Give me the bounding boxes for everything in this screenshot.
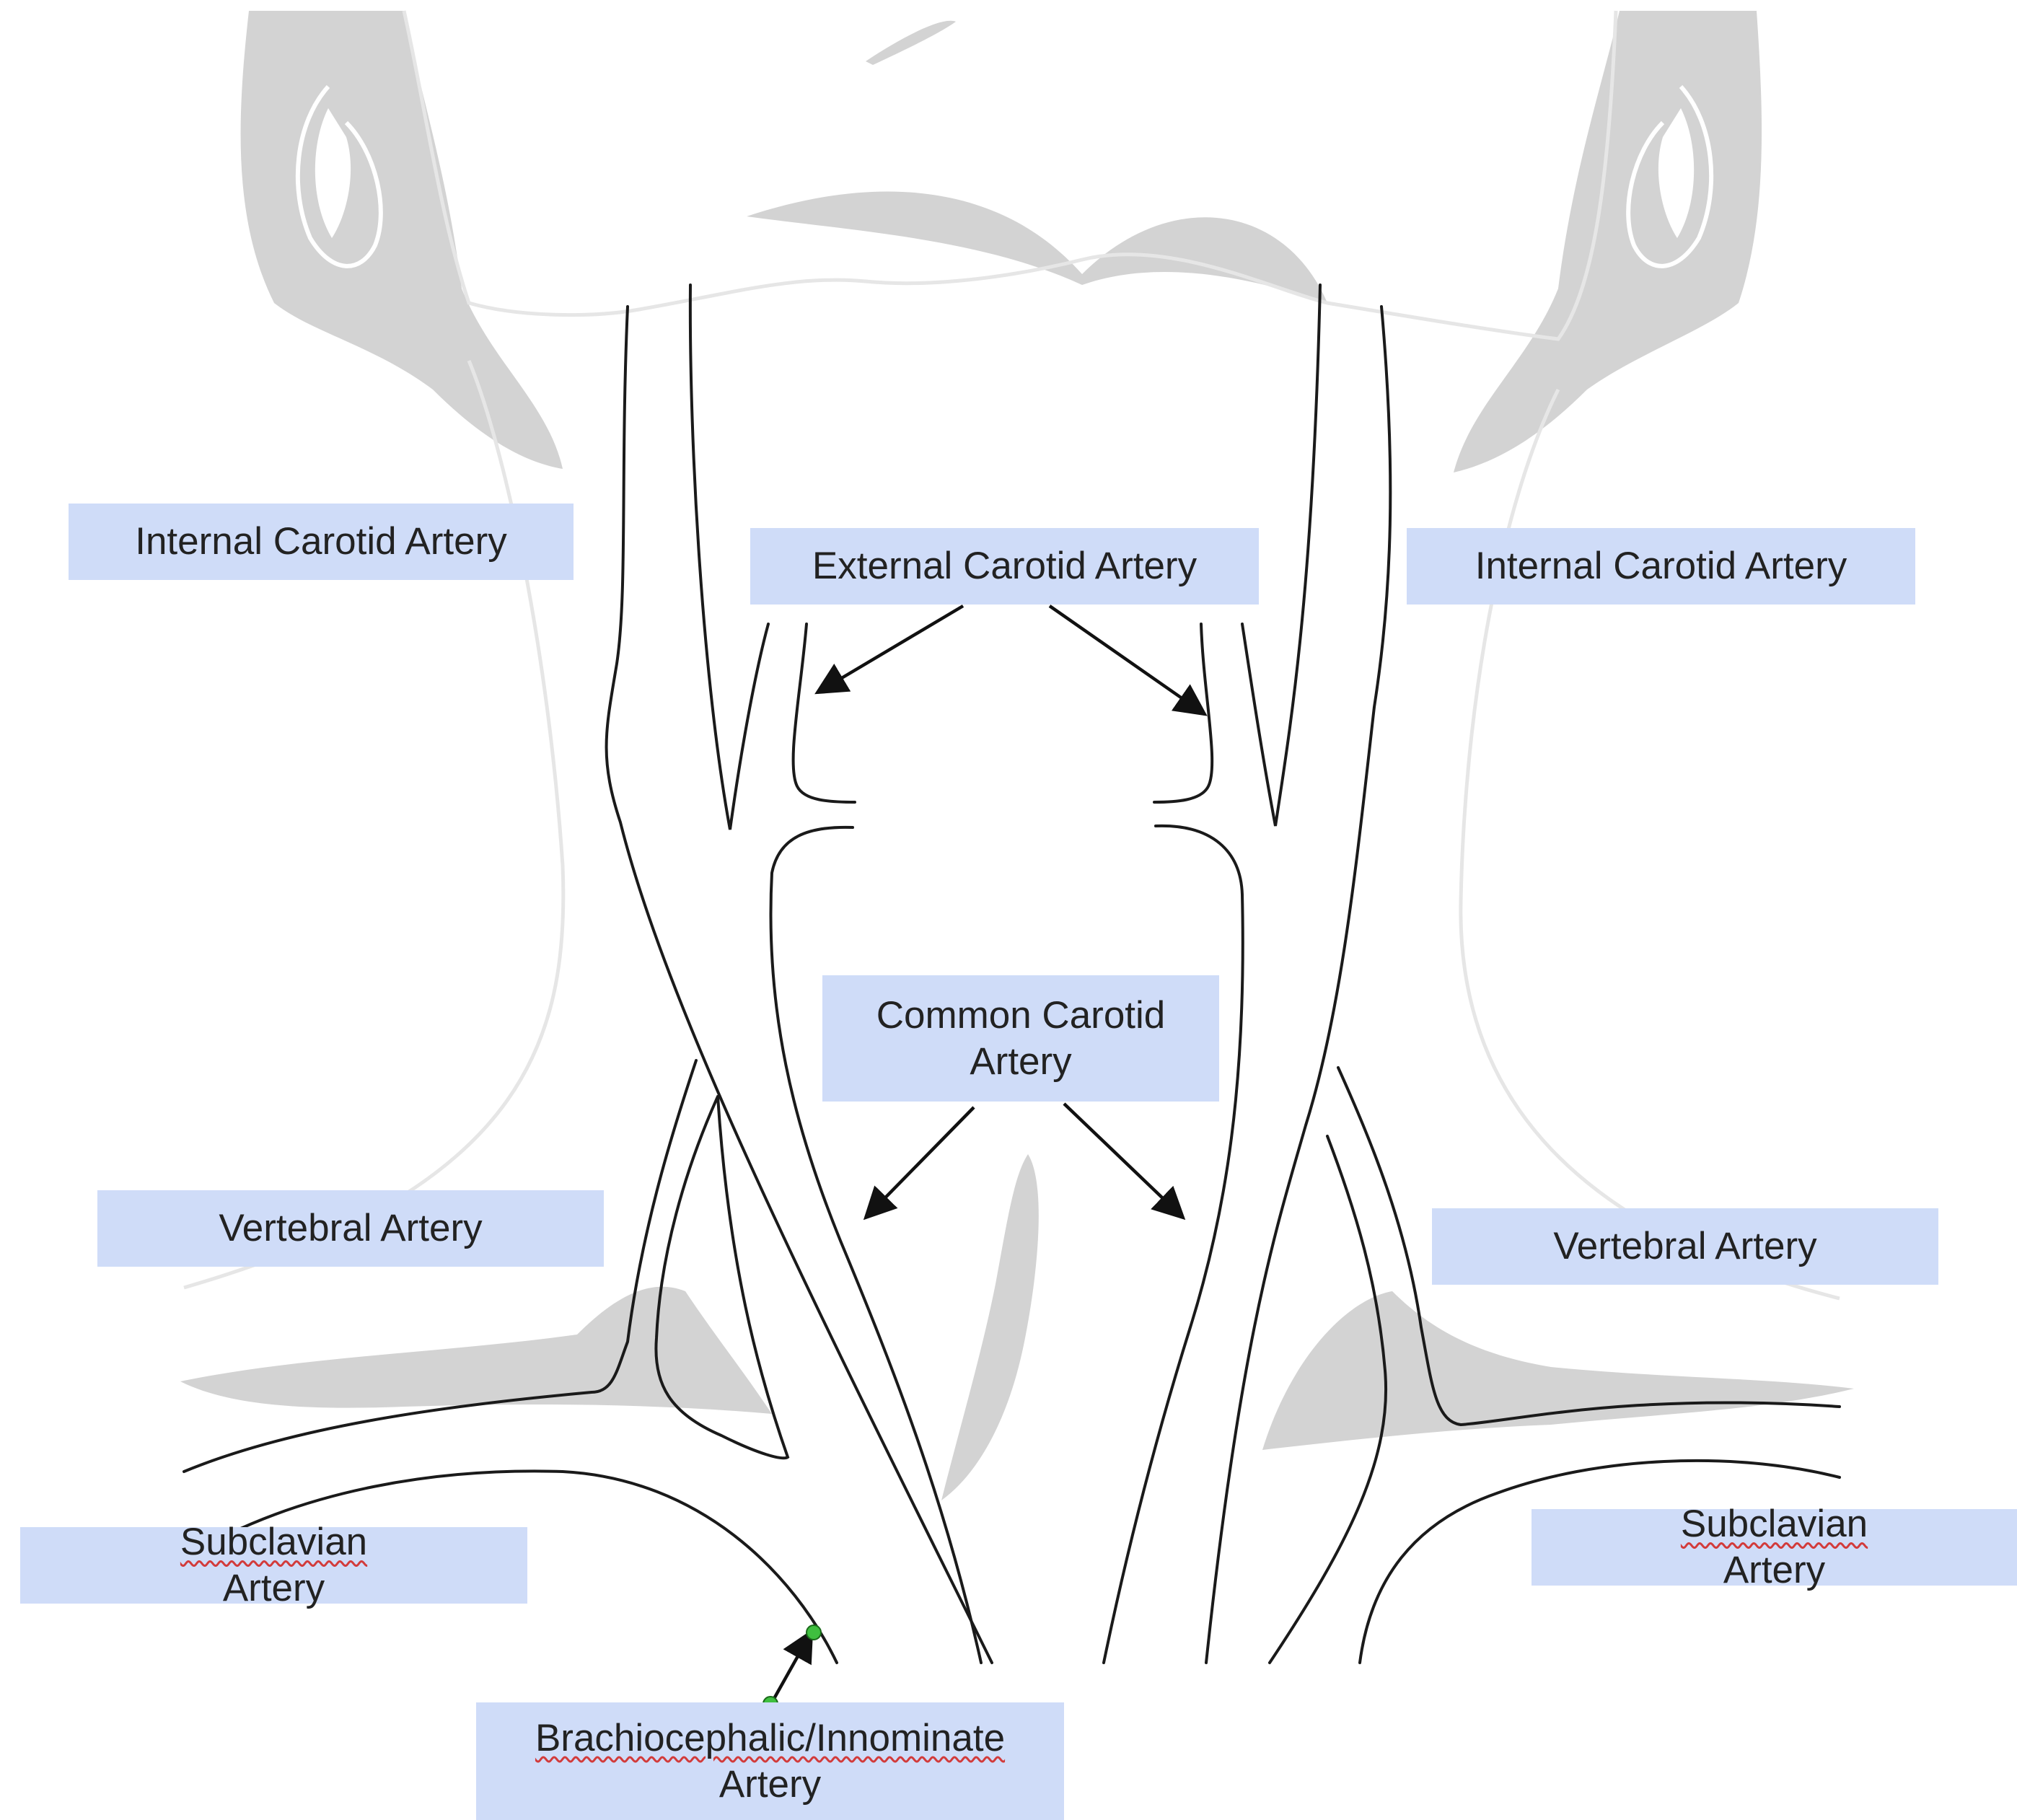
arrow-common-left	[866, 1107, 974, 1218]
label-vertebral-left: Vertebral Artery	[97, 1190, 604, 1267]
label-external-carotid: External Carotid Artery	[750, 528, 1259, 605]
label-brachiocephalic: Brachiocephalic/Innominate Artery	[476, 1702, 1064, 1820]
artery-outlines	[184, 285, 1840, 1663]
label-internal-carotid-right: Internal Carotid Artery	[1407, 528, 1915, 605]
pointer-arrows	[772, 606, 1205, 1702]
label-common-carotid: Common Carotid Artery	[822, 975, 1219, 1102]
label-internal-carotid-left: Internal Carotid Artery	[69, 504, 574, 580]
arrow-brachiocephalic	[772, 1632, 812, 1702]
arrow-external-left	[817, 606, 963, 693]
arrow-common-right	[1064, 1104, 1183, 1218]
label-subclavian-right: Subclavian Artery	[1532, 1509, 2017, 1586]
label-subclavian-left: Subclavian Artery	[20, 1527, 527, 1604]
arrow-external-right	[1050, 606, 1205, 714]
label-vertebral-right: Vertebral Artery	[1432, 1208, 1938, 1285]
